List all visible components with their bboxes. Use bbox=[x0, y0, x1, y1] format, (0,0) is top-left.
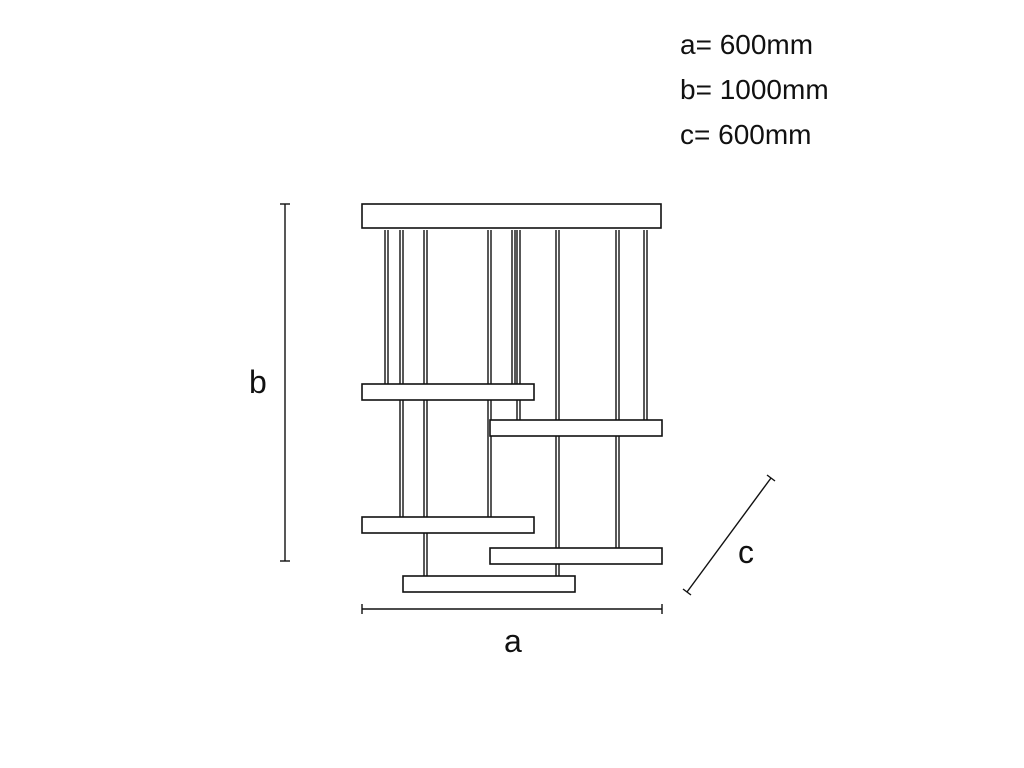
ring-middle-left bbox=[361, 516, 535, 534]
dimension-label-c: c bbox=[738, 534, 754, 570]
ring-lower-right bbox=[489, 547, 663, 565]
spec-b: b= 1000mm bbox=[680, 74, 829, 105]
ring-bottom bbox=[402, 575, 576, 593]
dimension-line-a bbox=[361, 604, 663, 614]
dimension-label-a: a bbox=[504, 623, 522, 659]
dimension-line-c bbox=[682, 474, 776, 596]
dimension-label-b: b bbox=[249, 364, 267, 400]
ring-upper-left bbox=[361, 383, 535, 401]
dimension-line-b bbox=[280, 203, 290, 562]
canopy-plate bbox=[361, 203, 662, 229]
ring-upper-right bbox=[489, 419, 663, 437]
spec-a: a= 600mm bbox=[680, 29, 814, 60]
dimension-specs: a= 600mm b= 1000mm c= 600mm bbox=[680, 22, 829, 157]
spec-c: c= 600mm bbox=[680, 119, 812, 150]
